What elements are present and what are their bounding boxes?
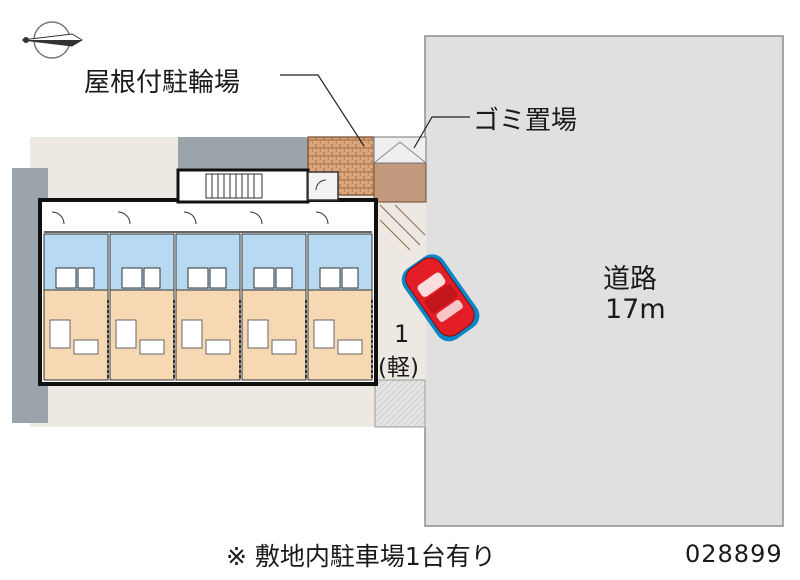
unit-1 (43, 211, 109, 381)
staircase (205, 173, 263, 199)
road-width-label: 17m (605, 294, 666, 325)
garbage-leader (413, 116, 470, 149)
covered-bicycle-parking-label: 屋根付駐輪場 (84, 68, 241, 98)
property-code: 028899 (685, 540, 783, 568)
garbage-hatch (379, 204, 426, 251)
side-walkway (374, 379, 426, 428)
site-wall-top (178, 137, 334, 170)
unit-2 (109, 211, 175, 381)
road-area (424, 35, 784, 527)
apartment-units (43, 211, 373, 381)
parking-space-type: (軽) (378, 355, 419, 381)
staircase-steps (211, 174, 255, 198)
parking-space-number: 1 (394, 320, 410, 348)
unit-5 (307, 211, 373, 381)
road-label: 道路 (603, 264, 657, 295)
bike-parking-leader (280, 74, 365, 147)
garbage-area-label: ゴミ置場 (473, 106, 578, 136)
compass-north-arrow-icon (21, 21, 83, 59)
unit-3 (175, 211, 241, 381)
parking-note: ※ 敷地内駐車場1台有り (226, 542, 496, 571)
entrance-door (315, 179, 327, 191)
red-car-icon (401, 254, 480, 342)
entrance-box (307, 171, 339, 201)
garbage-bin-lines (373, 141, 427, 164)
bike-parking-roof (307, 136, 375, 196)
unit-4 (241, 211, 307, 381)
